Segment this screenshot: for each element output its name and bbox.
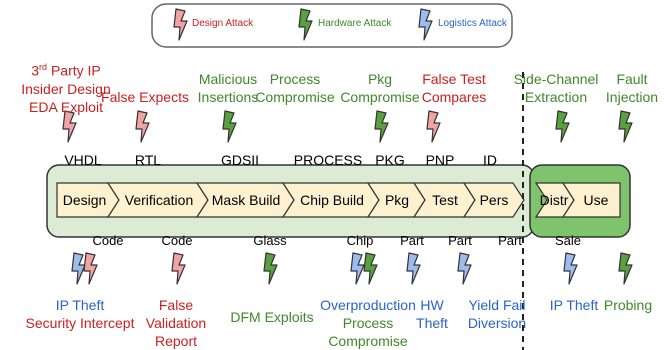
logistics-attack-icon bbox=[350, 252, 365, 285]
legend-design-label: Design Attack bbox=[192, 18, 254, 29]
output-label: Part bbox=[498, 233, 522, 248]
top-attack-design: 3rd Party IP Insider Design EDA Exploit bbox=[8, 58, 124, 116]
logistics-attack-icon bbox=[457, 252, 472, 285]
bottom-attack-pkg: HW Theft bbox=[416, 297, 448, 331]
top-attack-test: False Test Compares bbox=[421, 71, 487, 105]
design-attack-icon bbox=[171, 252, 186, 285]
input-label: ID bbox=[483, 152, 497, 168]
input-label: PKG bbox=[375, 152, 405, 168]
bottom-attack-design-1: IP Theft bbox=[55, 297, 105, 313]
bottom-attack-test: Yield Fail Diversion bbox=[467, 297, 527, 331]
bottom-attack-mask: DFM Exploits bbox=[230, 309, 314, 325]
top-attack-verification: False Expects bbox=[101, 89, 189, 105]
bottom-attack-distr: IP Theft bbox=[549, 297, 599, 313]
stage-pers: Pers bbox=[479, 192, 509, 208]
hardware-attack-icon bbox=[618, 110, 633, 143]
input-label: PNP bbox=[425, 152, 455, 168]
design-attack-icon bbox=[83, 252, 98, 285]
bottom-attack-design-2: Security Intercept bbox=[25, 315, 135, 331]
logistics-attack-icon bbox=[71, 252, 86, 285]
stage-mask-build: Mask Build bbox=[211, 192, 281, 208]
top-attack-use: Fault Injection bbox=[605, 71, 659, 105]
top-attack-design-line2: Insider Design bbox=[21, 80, 111, 97]
output-label: Code bbox=[161, 233, 193, 248]
legend-logistics-label: Logistics Attack bbox=[438, 18, 507, 29]
output-label: Part bbox=[400, 233, 424, 248]
output-label: Chip bbox=[346, 233, 374, 248]
stage-design: Design bbox=[62, 192, 107, 208]
top-attack-mask: Malicious Insertions bbox=[197, 71, 259, 105]
hardware-attack-icon bbox=[555, 110, 570, 143]
stage-chip-build: Chip Build bbox=[300, 192, 364, 208]
hardware-attack-icon bbox=[263, 252, 278, 285]
top-attack-chip: Process Compromise bbox=[255, 71, 335, 105]
input-label: PROCESS bbox=[293, 152, 363, 168]
output-label: Part bbox=[448, 233, 472, 248]
design-attack-icon bbox=[426, 110, 441, 143]
hardware-attack-icon bbox=[222, 110, 237, 143]
input-label: VHDL bbox=[64, 152, 102, 168]
output-label: Glass bbox=[253, 233, 287, 248]
logistics-attack-icon bbox=[563, 252, 578, 285]
logistics-attack-icon bbox=[406, 252, 421, 285]
input-label: GDSII bbox=[220, 152, 260, 168]
input-label: RTL bbox=[134, 152, 162, 168]
bottom-attack-chip-2: Process Compromise bbox=[328, 315, 408, 349]
top-attack-pkg: Pkg Compromise bbox=[340, 71, 420, 105]
top-attack-design-line3: EDA Exploit bbox=[29, 98, 103, 115]
design-attack-icon bbox=[135, 110, 150, 143]
stage-test: Test bbox=[432, 192, 458, 208]
stage-use: Use bbox=[583, 192, 609, 208]
hardware-attack-icon bbox=[374, 110, 389, 143]
bottom-attack-use: Probing bbox=[603, 297, 653, 313]
output-label: Code bbox=[92, 233, 124, 248]
top-attack-distr: Side-Channel Extraction bbox=[513, 71, 599, 105]
hardware-attack-icon bbox=[363, 252, 378, 285]
output-label: Sale bbox=[554, 233, 582, 248]
legend-hardware-label: Hardware Attack bbox=[318, 18, 392, 29]
stage-use-shape bbox=[561, 182, 621, 218]
stage-distr: Distr bbox=[539, 192, 569, 208]
stage-pkg: Pkg bbox=[384, 192, 410, 208]
bottom-attack-chip-1: Overproduction bbox=[320, 297, 416, 313]
stage-verification: Verification bbox=[124, 192, 194, 208]
bottom-attack-verification: False Validation Report bbox=[145, 297, 207, 349]
hardware-attack-icon bbox=[618, 252, 633, 285]
stage-pers-shape bbox=[462, 182, 525, 218]
top-attack-design-line1: 3rd Party IP bbox=[31, 62, 101, 79]
